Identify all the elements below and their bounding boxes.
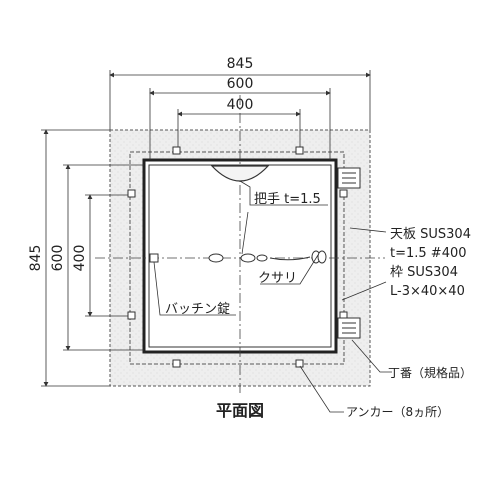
label-hinge: 丁番（規格品） (388, 365, 472, 380)
label-anchor: アンカー（8ヵ所） (346, 405, 449, 419)
drawing-title: 平面図 (216, 401, 264, 420)
anchor-mark (127, 189, 136, 198)
label-frame-1: 枠 SUS304 (390, 265, 458, 280)
dim-left-inner: 400 (72, 245, 88, 272)
dim-top-inner: 400 (227, 97, 254, 113)
anchor-mark (127, 311, 136, 320)
anchor-mark (295, 359, 304, 368)
top-dimensions (109, 70, 371, 160)
dim-left-outer: 845 (28, 245, 44, 272)
chain (208, 250, 327, 264)
label-handle: 把手 t=1.5 (254, 192, 321, 207)
anchor-mark (172, 146, 181, 155)
label-latch: バッチン錠 (165, 302, 230, 317)
label-frame-2: L-3×40×40 (390, 284, 465, 299)
label-top-plate-2: t=1.5 #400 (390, 246, 467, 261)
anchor-mark (172, 359, 181, 368)
anchor-mark (339, 189, 348, 198)
dim-top-outer: 845 (227, 56, 254, 72)
label-chain: クサリ (258, 271, 297, 286)
hinges (337, 167, 361, 339)
anchors (127, 146, 348, 368)
latch-mark (149, 253, 159, 263)
leader-lines (153, 180, 392, 413)
handle-recess (210, 165, 270, 182)
dim-left-middle: 600 (50, 245, 66, 272)
anchor-mark (295, 146, 304, 155)
left-dimensions (41, 129, 144, 387)
label-top-plate-1: 天板 SUS304 (390, 227, 471, 242)
dim-top-middle: 600 (227, 76, 254, 92)
